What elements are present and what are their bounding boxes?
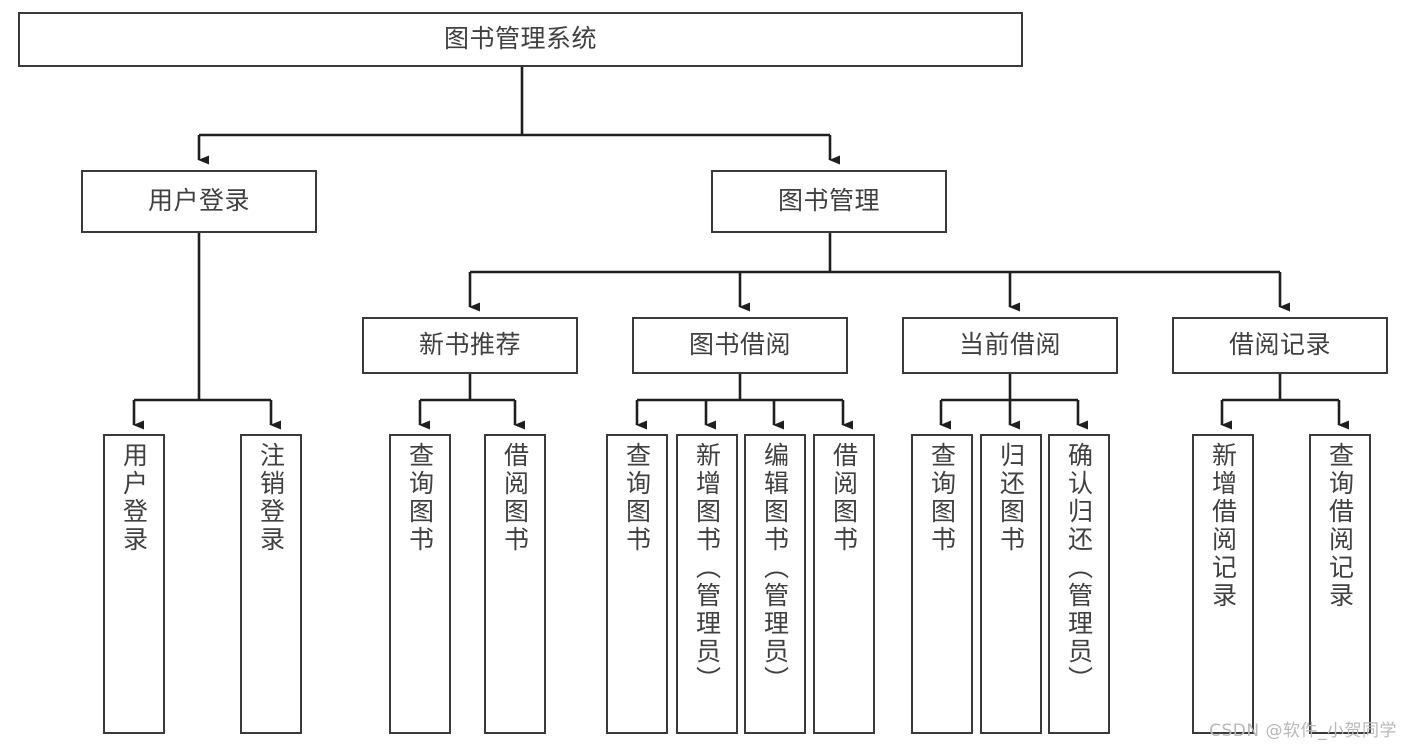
node-new-book-recommend[interactable]: 新书推荐 bbox=[362, 317, 578, 374]
node-leaf-add-record-label: 新增借阅记录 bbox=[1208, 442, 1238, 610]
node-leaf-add-book-label: 新增图书（管理员） bbox=[692, 442, 722, 694]
node-leaf-logout-login-label: 注销登录 bbox=[256, 442, 286, 554]
node-book-borrow[interactable]: 图书借阅 bbox=[632, 317, 848, 374]
node-leaf-query-book-3-label: 查询图书 bbox=[927, 442, 957, 554]
node-leaf-return-book-label: 归还图书 bbox=[996, 442, 1026, 554]
node-leaf-return-book[interactable]: 归还图书 bbox=[980, 434, 1042, 734]
node-leaf-logout-login[interactable]: 注销登录 bbox=[240, 434, 302, 734]
node-leaf-confirm-return-label: 确认归还（管理员） bbox=[1064, 442, 1094, 694]
node-current-borrow-label: 当前借阅 bbox=[958, 330, 1061, 360]
node-book-management[interactable]: 图书管理 bbox=[711, 170, 947, 233]
node-borrow-record[interactable]: 借阅记录 bbox=[1172, 317, 1388, 374]
node-leaf-add-record[interactable]: 新增借阅记录 bbox=[1192, 434, 1254, 734]
node-leaf-user-login-label: 用户登录 bbox=[119, 442, 149, 554]
node-leaf-query-record-label: 查询借阅记录 bbox=[1325, 442, 1355, 610]
node-leaf-query-book-1-label: 查询图书 bbox=[405, 442, 435, 554]
node-leaf-user-login[interactable]: 用户登录 bbox=[103, 434, 165, 734]
node-leaf-edit-book[interactable]: 编辑图书（管理员） bbox=[744, 434, 806, 734]
node-borrow-record-label: 借阅记录 bbox=[1228, 330, 1331, 360]
node-leaf-query-book-3[interactable]: 查询图书 bbox=[911, 434, 973, 734]
node-leaf-edit-book-label: 编辑图书（管理员） bbox=[760, 442, 790, 694]
node-leaf-add-book[interactable]: 新增图书（管理员） bbox=[676, 434, 738, 734]
node-user-login-label: 用户登录 bbox=[147, 186, 250, 216]
node-leaf-borrow-book-2-label: 借阅图书 bbox=[829, 442, 859, 554]
node-leaf-query-book-1[interactable]: 查询图书 bbox=[389, 434, 451, 734]
node-user-login[interactable]: 用户登录 bbox=[81, 170, 317, 233]
node-leaf-query-record[interactable]: 查询借阅记录 bbox=[1309, 434, 1371, 734]
node-book-borrow-label: 图书借阅 bbox=[688, 330, 791, 360]
node-new-book-recommend-label: 新书推荐 bbox=[418, 330, 521, 360]
node-leaf-borrow-book-1-label: 借阅图书 bbox=[500, 442, 530, 554]
node-leaf-borrow-book-2[interactable]: 借阅图书 bbox=[813, 434, 875, 734]
node-leaf-query-book-2-label: 查询图书 bbox=[622, 442, 652, 554]
node-leaf-confirm-return[interactable]: 确认归还（管理员） bbox=[1048, 434, 1110, 734]
node-leaf-borrow-book-1[interactable]: 借阅图书 bbox=[484, 434, 546, 734]
node-leaf-query-book-2[interactable]: 查询图书 bbox=[606, 434, 668, 734]
node-book-management-label: 图书管理 bbox=[777, 186, 880, 216]
node-current-borrow[interactable]: 当前借阅 bbox=[902, 317, 1118, 374]
node-root[interactable]: 图书管理系统 bbox=[18, 12, 1023, 67]
node-root-label: 图书管理系统 bbox=[443, 24, 597, 54]
